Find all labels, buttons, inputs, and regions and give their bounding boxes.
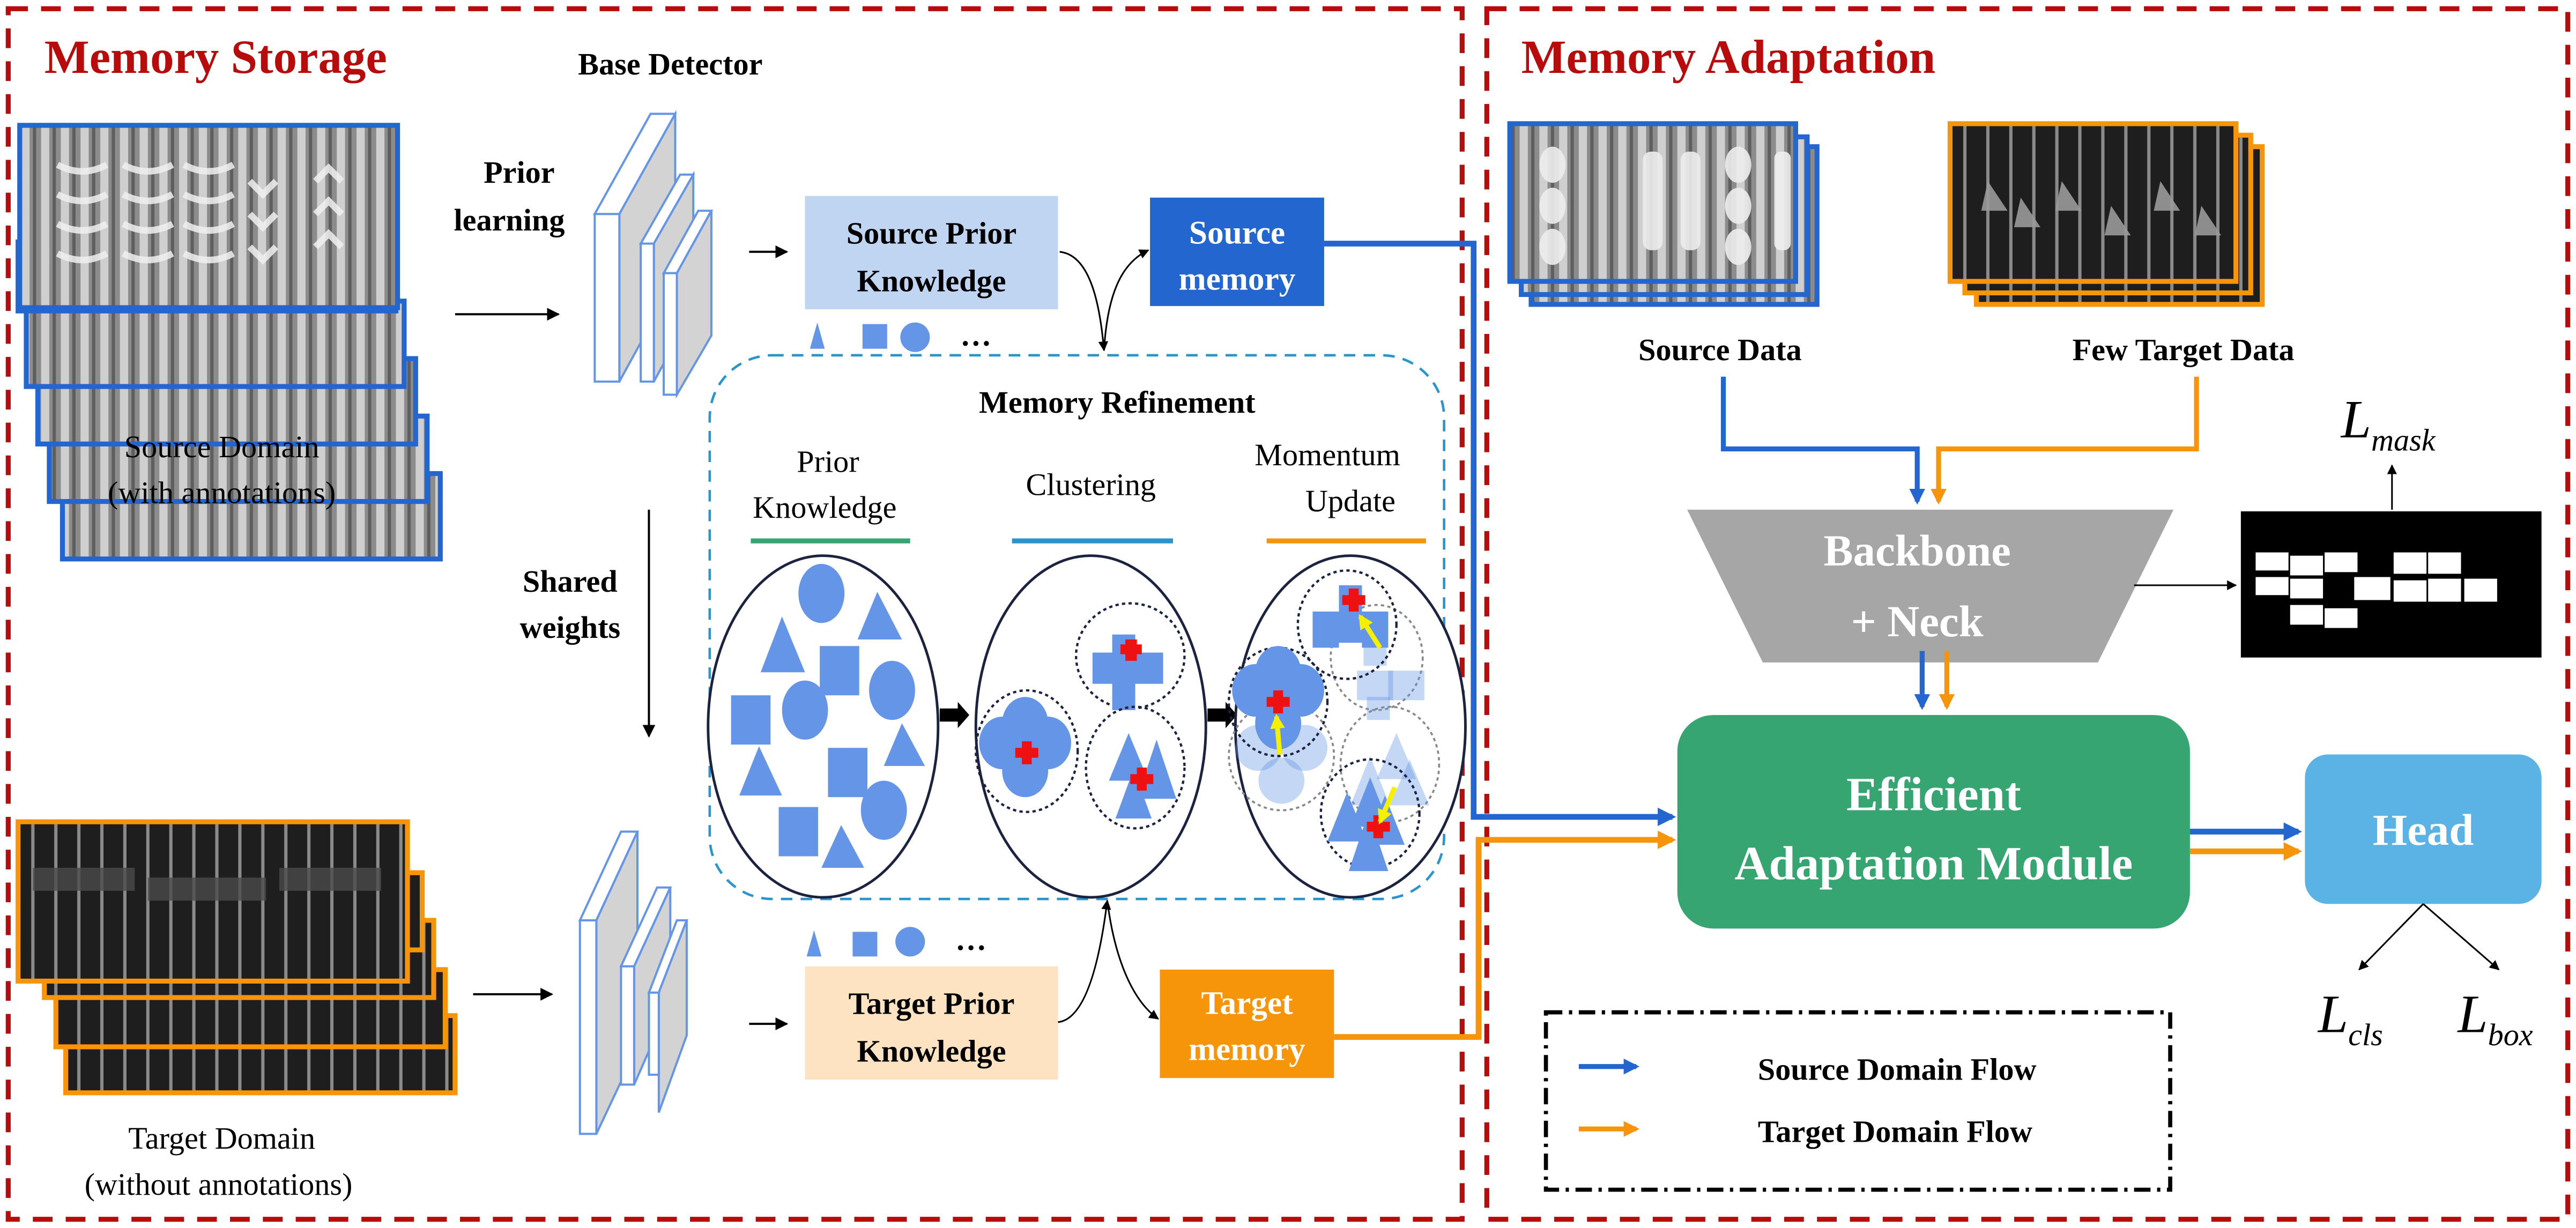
head-to-box-loss-arrow [2423,903,2500,971]
stage-momentum-label-line2: Update [1305,483,1395,518]
source-memory-line1: Source [1189,214,1285,251]
triangle-icon [810,322,825,349]
memory-adaptation-panel [1484,6,2571,1222]
stage-momentum-ellipse [1228,554,1467,899]
target-domain-caption-line2: (without annotations) [85,1167,353,1202]
source-memory-box [1150,197,1324,306]
source-data-label: Source Data [1638,332,1802,367]
efficient-adaptation-module [1677,715,2190,929]
few-target-data-label: Few Target Data [2073,332,2295,367]
refinement-to-source-memory-arrow [1103,249,1149,351]
target-prior-shape-icons: … [806,922,986,957]
target-prior-knowledge-line1: Target Prior [849,986,1015,1021]
source-prior-shape-icons: … [810,317,991,352]
base-detector-label: Base Detector [578,47,762,81]
square-icon [862,324,887,349]
stage-prior-knowledge-label-line2: Knowledge [753,490,896,525]
legend-item-source: Source Domain Flow [1578,1052,2037,1086]
stage-prior-knowledge-label-line1: Prior [797,444,859,479]
legend-item-target: Target Domain Flow [1578,1114,2032,1149]
source-prior-knowledge-line1: Source Prior [847,215,1016,250]
source-data-image-stack [1507,121,1820,307]
source-domain-caption-line2: (with annotations) [108,475,336,510]
target-memory-box [1160,969,1334,1078]
target-memory-flow-line [1334,830,1676,1040]
shared-weights-label-line2: weights [520,610,621,645]
few-target-data-flow-line [1931,376,2199,505]
few-target-data-image-stack [1947,121,2265,307]
stage-prior-knowledge-ellipse [707,554,940,899]
target-memory-line1: Target [1201,985,1293,1022]
eam-label-line1: Efficient [1846,769,2021,821]
loss-mask: Lmask [2340,389,2436,458]
target-domain-image-stack [16,819,458,1096]
backbone-label-line2: + Neck [1851,597,1984,646]
refinement-to-target-memory-arrow [1106,900,1159,1020]
target-domain-caption-line1: Target Domain [128,1121,315,1156]
legend-target-label: Target Domain Flow [1758,1114,2032,1149]
stage-clustering-label: Clustering [1026,467,1156,502]
loss-box: Lbox [2456,984,2533,1052]
source-prior-knowledge-line2: Knowledge [857,263,1006,298]
head-to-cls-loss-arrow [2358,903,2424,971]
target-domain-image [16,819,410,984]
legend: Source Domain Flow Target Domain Flow [1543,1010,2172,1192]
base-detector-top [592,109,714,399]
source-domain-caption-line1: Source Domain [124,429,320,464]
square-icon [852,932,878,957]
backbone-label-line1: Backbone [1823,526,2010,575]
source-memory-line2: memory [1179,261,1296,297]
loss-cls: Lcls [2317,984,2383,1052]
backbone-neck-block [1687,509,2174,663]
legend-source-label: Source Domain Flow [1758,1052,2037,1086]
source-domain-image-stack [16,123,443,562]
stage-clustering-ellipse [974,554,1207,899]
source-memory-flow-line [1324,241,1676,827]
stage-momentum-label-line1: Momentum [1254,437,1400,472]
memory-storage-title: Memory Storage [44,31,387,84]
source-data-flow-line [1720,376,1925,505]
mask-blobs [2255,552,2497,628]
target-memory-line2: memory [1189,1031,1305,1067]
memory-adaptation-title: Memory Adaptation [1521,31,1936,84]
shared-weights-label-line1: Shared [523,564,618,599]
circle-icon [895,927,925,957]
base-detector-bottom [578,830,688,1135]
memory-refinement-title: Memory Refinement [979,385,1256,420]
circle-icon [900,322,930,352]
head-block [2305,754,2542,904]
source-prior-knowledge-box [805,196,1058,310]
stage2-to-stage3-arrow [1207,702,1237,728]
target-prior-knowledge-box [805,966,1058,1080]
memory-storage-panel [5,6,1465,1222]
more-shapes-ellipsis: … [960,317,991,352]
more-shapes-ellipsis: … [955,922,986,957]
prior-learning-label-line1: Prior [484,155,555,190]
source-prior-to-refinement-arrow [1059,251,1109,352]
stage1-to-stage2-arrow [939,702,970,728]
triangle-icon [806,930,822,957]
prior-learning-label-line2: learning [454,203,565,237]
target-prior-to-refinement-arrow [1058,899,1111,1023]
head-label: Head [2373,805,2474,854]
eam-label-line2: Adaptation Module [1734,837,2133,890]
target-prior-knowledge-line2: Knowledge [857,1034,1006,1069]
